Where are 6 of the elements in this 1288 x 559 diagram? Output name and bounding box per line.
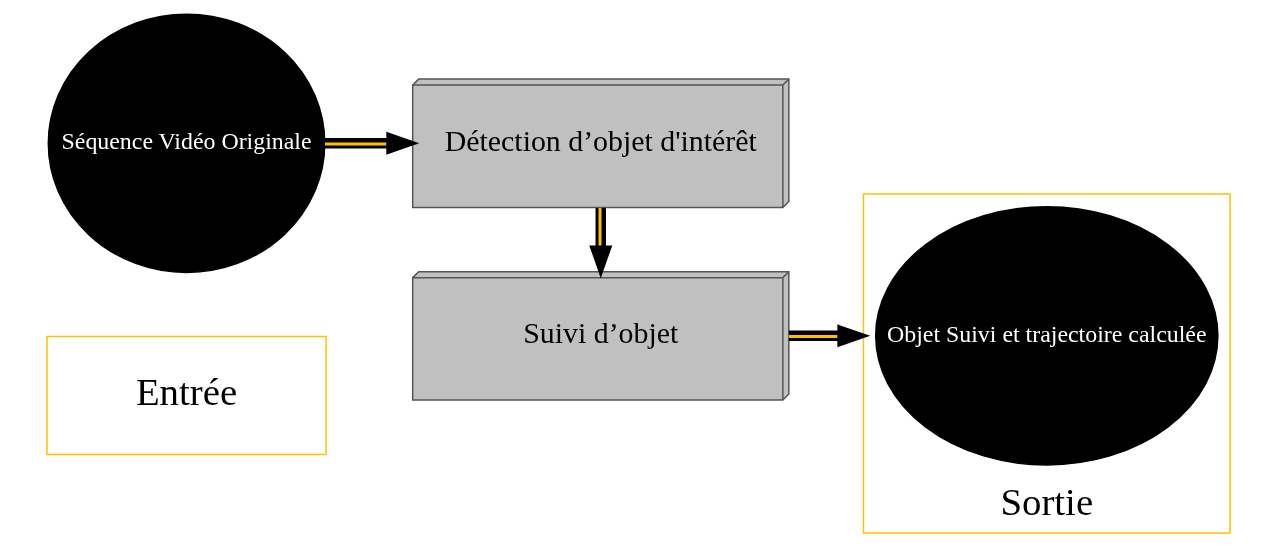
arrow	[788, 324, 870, 348]
node-box: Entrée	[45, 335, 327, 456]
arrow	[324, 131, 419, 155]
node-ellipse: Objet Suivi et trajectoire calculée	[874, 206, 1219, 466]
arrow	[588, 207, 612, 279]
node-circle: Séquence Vidéo Originale	[47, 13, 325, 274]
